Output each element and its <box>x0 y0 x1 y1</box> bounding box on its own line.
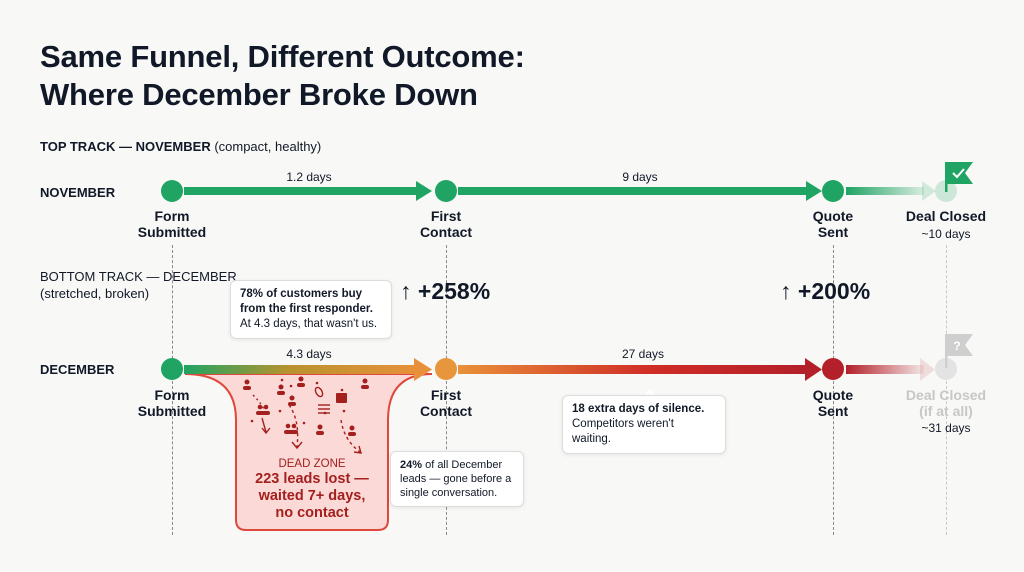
nov-node-form-submitted <box>161 180 183 202</box>
dec-node-quote-sent <box>822 358 844 380</box>
label-line: Sent <box>817 403 849 419</box>
label-line: Quote <box>812 208 854 224</box>
dead-zone-panel <box>184 373 433 531</box>
guide-line-deal-closed <box>946 245 947 535</box>
bottom-track-heading-desc: (stretched, broken) <box>40 286 150 301</box>
dead-zone-line: no contact <box>275 505 349 521</box>
nov-label-form-submitted: Form Submitted <box>138 208 206 240</box>
dead-zone-line: waited 7+ days, <box>258 488 366 504</box>
nov-label-quote-sent: Quote Sent <box>813 208 853 240</box>
label-line: (if at all) <box>919 403 973 419</box>
callout-text: of all December leads — gone before a si… <box>400 459 512 499</box>
delta-first-contact: ↑ +258% <box>400 278 490 305</box>
label-line: First <box>430 387 462 403</box>
callout-bold: 18 extra days of silence. <box>572 403 705 415</box>
december-arrows <box>184 358 935 381</box>
bottom-track-heading: BOTTOM TRACK — DECEMBER (stretched, brok… <box>40 268 237 302</box>
title-line-2: Where December Broke Down <box>40 77 478 112</box>
question-flag-icon: ? <box>945 334 973 368</box>
dec-label-first-contact: First Contact <box>420 387 472 419</box>
callout-text: Competitors weren't waiting. <box>572 418 674 445</box>
label-line: Form <box>154 387 190 403</box>
nov-label-first-contact: First Contact <box>420 208 472 240</box>
top-track-heading-desc: (compact, healthy) <box>210 139 322 154</box>
label-line: Deal Closed <box>905 387 987 403</box>
up-arrow-icon: ↑ <box>780 278 792 304</box>
title-line-1: Same Funnel, Different Outcome: <box>40 39 525 74</box>
guide-line-quote-sent <box>833 245 834 535</box>
label-line: Quote <box>812 387 854 403</box>
dec-node-deal-closed <box>935 358 957 380</box>
top-track-heading: TOP TRACK — NOVEMBER (compact, healthy) <box>40 139 321 154</box>
top-track-heading-bold: TOP TRACK — NOVEMBER <box>40 139 211 154</box>
callout-text: At 4.3 days, that wasn't us. <box>240 318 378 330</box>
label-line: Submitted <box>137 403 207 419</box>
callout-bold: 78% of customers buy from the first resp… <box>240 288 373 315</box>
delta-quote-sent: ↑ +200% <box>780 278 870 305</box>
callout-bold: 24% <box>400 459 423 471</box>
label-line: Form <box>154 208 190 224</box>
november-track-label: NOVEMBER <box>40 185 116 200</box>
november-arrows <box>184 181 936 201</box>
dead-zone-line: 223 leads lost — <box>255 471 369 487</box>
guide-line-first-contact <box>446 245 447 535</box>
label-line: Contact <box>419 403 473 419</box>
label-line: Submitted <box>137 224 207 240</box>
guide-line-form-submitted <box>172 245 173 535</box>
dec-node-form-submitted <box>161 358 183 380</box>
callout-pointer <box>644 389 656 395</box>
delta-value: +258% <box>417 278 491 304</box>
callout-first-responder: 78% of customers buy from the first resp… <box>230 280 392 339</box>
nov-deal-closed-days: ~10 days <box>921 227 971 241</box>
up-arrow-icon: ↑ <box>400 278 412 304</box>
page-title: Same Funnel, Different Outcome: Where De… <box>40 38 525 114</box>
label-line: Sent <box>817 224 849 240</box>
nov-label-deal-closed: Deal Closed <box>906 208 986 224</box>
nov-duration-2: 9 days <box>622 170 658 184</box>
dec-node-first-contact <box>435 358 457 380</box>
bottom-track-heading-bold: BOTTOM TRACK — DECEMBER <box>40 269 237 284</box>
december-nodes <box>161 358 957 380</box>
nov-node-first-contact <box>435 180 457 202</box>
delta-value: +200% <box>797 278 871 304</box>
dec-duration-2: 27 days <box>621 347 665 361</box>
dec-label-form-submitted: Form Submitted <box>138 387 206 419</box>
svg-text:?: ? <box>953 339 960 353</box>
dec-label-deal-closed: Deal Closed (if at all) <box>906 387 986 419</box>
dec-label-quote-sent: Quote Sent <box>813 387 853 419</box>
dec-deal-closed-days: ~31 days <box>921 421 971 435</box>
check-flag-icon <box>945 162 973 192</box>
december-track-label: DECEMBER <box>40 362 115 377</box>
callout-silence: 18 extra days of silence. Competitors we… <box>562 395 726 454</box>
label-line: Deal Closed <box>905 208 987 224</box>
label-line: Contact <box>419 224 473 240</box>
dead-zone-text: DEAD ZONE 223 leads lost — waited 7+ day… <box>236 457 388 522</box>
nov-node-quote-sent <box>822 180 844 202</box>
nov-duration-1: 1.2 days <box>286 170 332 184</box>
label-line: First <box>430 208 462 224</box>
dec-duration-1: 4.3 days <box>286 347 332 361</box>
dead-zone-heading: DEAD ZONE <box>278 458 346 470</box>
callout-share-lost: 24% of all December leads — gone before … <box>390 451 524 507</box>
